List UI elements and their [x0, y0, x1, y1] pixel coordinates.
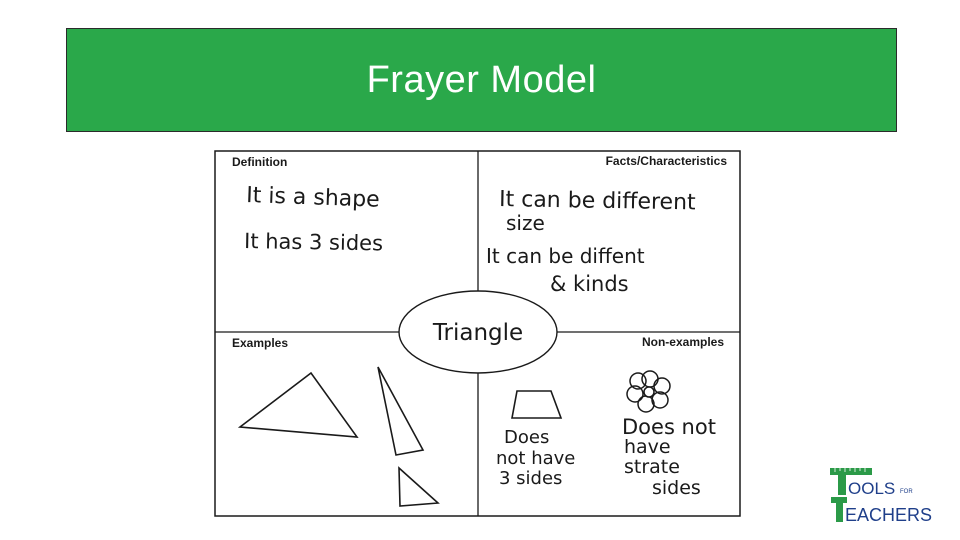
- definition-label: Definition: [232, 155, 287, 169]
- facts-line-3: It can be diffent: [486, 244, 645, 268]
- center-ellipse: [398, 290, 558, 374]
- triangle-icon: [237, 371, 359, 438]
- triangle-icon: [377, 366, 425, 456]
- frayer-model-worksheet: Definition Facts/Characteristics Example…: [214, 150, 741, 517]
- slide-title: Frayer Model: [366, 58, 597, 101]
- non-example-caption-2-line-2: have: [624, 436, 671, 458]
- non-example-caption-2-line-3: strate: [624, 456, 680, 478]
- facts-line-1: It can be different: [499, 187, 696, 215]
- title-banner: Frayer Model: [66, 28, 897, 132]
- facts-label: Facts/Characteristics: [606, 154, 728, 168]
- center-word: Triangle: [432, 320, 523, 346]
- facts-line-4: & kinds: [550, 272, 629, 296]
- non-example-caption-2-line-4: sides: [652, 477, 701, 499]
- logo-t-stem-upper: [838, 475, 846, 495]
- logo-word-teachers: EACHERS: [845, 505, 932, 524]
- flower-icon: [626, 370, 671, 413]
- non-example-caption-1-line-2: not have: [496, 448, 575, 469]
- square-icon: [511, 390, 563, 419]
- tools-for-teachers-logo: OOLS FOR EACHERS: [830, 468, 932, 524]
- non-example-caption-2-line-1: Does not: [622, 415, 716, 439]
- logo-t-stem-lower: [836, 503, 843, 522]
- ruler-bar: [830, 468, 872, 475]
- non-example-caption-1-line-3: 3 sides: [499, 468, 562, 489]
- definition-line-1: It is a shape: [246, 183, 380, 213]
- non-example-caption-1-line-1: Does: [504, 427, 549, 448]
- ruler-ticks: [834, 468, 866, 472]
- examples-label: Examples: [232, 336, 288, 350]
- logo-t2-bar: [831, 497, 847, 503]
- non-examples-label: Non-examples: [642, 335, 724, 349]
- facts-line-2: size: [506, 211, 545, 235]
- logo-word-for: FOR: [900, 489, 913, 495]
- triangle-icon: [398, 466, 440, 507]
- definition-line-2: It has 3 sides: [244, 229, 383, 255]
- logo-word-tools: OOLS: [848, 479, 895, 498]
